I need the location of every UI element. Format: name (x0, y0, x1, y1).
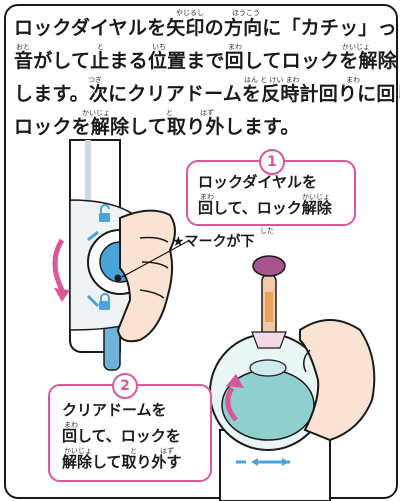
instruction-line-2: 音がして止まる位置まで回してロックを解除 (14, 50, 397, 72)
step1-ruby-kaijo: かいじょ (302, 193, 330, 201)
lock-closed-icon (99, 293, 110, 310)
step2-number: 2 (112, 373, 138, 399)
furigana-tsugi: つぎ (88, 76, 102, 84)
step1-line1: ロックダイヤルを (198, 173, 317, 191)
furigana-kaijo-2: かいじょ (82, 109, 110, 117)
step1-ruby-mawa: まわ (200, 193, 214, 201)
furigana-oto: おと (16, 43, 30, 51)
furigana-to-2: と (166, 109, 173, 117)
hand-right (299, 319, 376, 442)
step1-callout: 1 ロックダイヤルを まわ かいじょ 回して、ロック解除 (186, 149, 356, 226)
step2-ruby-to: と (130, 447, 137, 455)
step2-line3: 解除して取り外す (62, 453, 182, 471)
step2-ruby-hazu: はず (160, 447, 174, 455)
furigana-mawa-1: まわ (228, 43, 242, 51)
furigana-houkou: ほうこう (232, 9, 260, 17)
step2-line2: 回して、ロックを (62, 427, 181, 445)
furigana-yajirushi: やじるし (176, 9, 204, 17)
instructions-text: ロックダイヤルを矢印の方向に「カチッ」っと 音がして止まる位置まで回してロックを… (14, 12, 400, 144)
step2-callout: 2 クリアドームを まわ 回して、ロックを かいじょ と はず 解除して取り外す (48, 373, 212, 482)
rotation-arrow-icon (52, 238, 65, 292)
instruction-line-1: ロックダイヤルを矢印の方向に「カチッ」っと (14, 17, 400, 39)
clear-dome (209, 333, 327, 451)
hand-left (116, 209, 176, 343)
furigana-mawa-2: まわ (346, 76, 360, 84)
furigana-hantokeimawa: はん と けい まわ (244, 76, 300, 84)
lock-open-icon (99, 204, 110, 222)
furigana-ichi: いち (152, 43, 166, 51)
step2-line1: クリアドームを (62, 401, 167, 419)
nipple-cap (251, 255, 287, 349)
instruction-line-4: ロックを解除して取り外します。 (14, 116, 300, 138)
star-ruby-shita: した (260, 227, 274, 235)
step2-ruby-mawa: まわ (64, 421, 78, 429)
instruction-line-3: します。次にクリアドームを反時計回りに回し (14, 83, 400, 105)
furigana-to: と (97, 43, 104, 51)
step1-line2: 回して、ロック解除 (198, 199, 332, 217)
star-note: ★マークが下 (172, 234, 255, 250)
star-marker-icon (114, 274, 122, 282)
step1-number: 1 (259, 149, 285, 175)
dial-arrow-icon (87, 230, 99, 242)
furigana-hazu: はず (200, 109, 214, 117)
furigana-kaijo-1: かいじょ (342, 43, 370, 51)
step2-ruby-kaijo: かいじょ (64, 447, 92, 455)
